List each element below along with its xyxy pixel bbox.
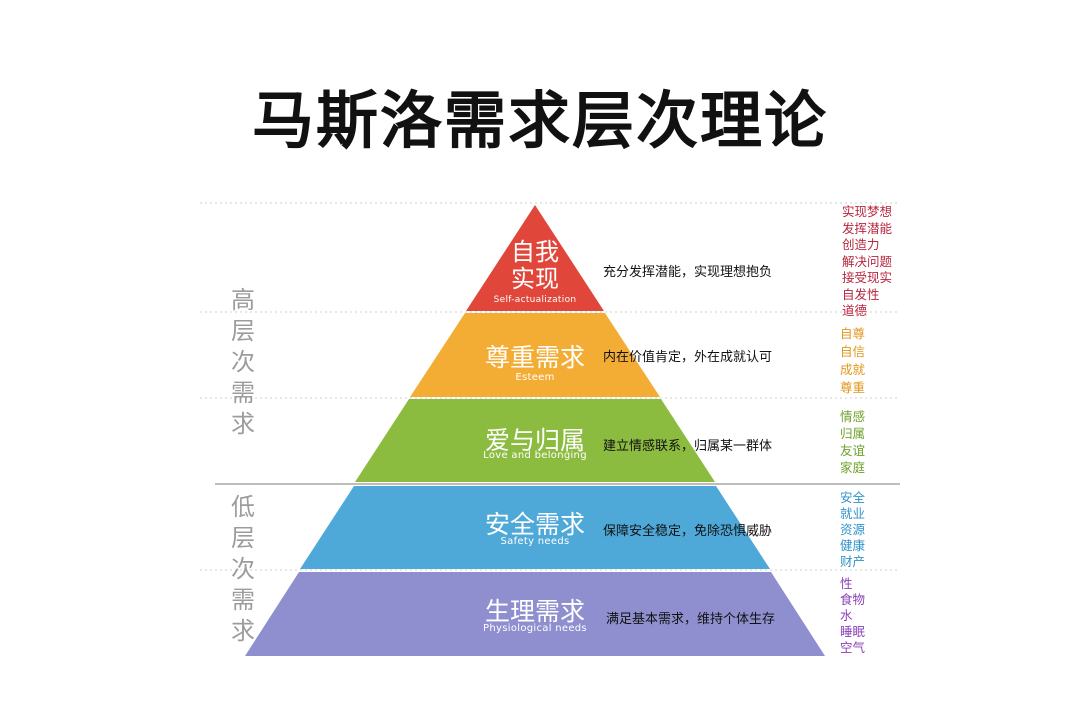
- tier-physiological-english: Physiological needs: [483, 623, 587, 634]
- tier-physiological-name: 生理需求: [484, 597, 585, 626]
- tier-love-belonging-english: Love and belonging: [483, 450, 587, 461]
- guide-lines: [200, 202, 900, 571]
- tier-physiological-description: 满足基本需求，维持个体生存: [606, 612, 776, 627]
- tier-love-belonging: [355, 399, 715, 482]
- tier-self-actualization-description: 充分发挥潜能，实现理想抱负: [603, 265, 773, 280]
- tier-safety-keywords: 安全 就业 资源 健康 财产: [840, 490, 866, 569]
- tier-self-actualization: [466, 205, 604, 311]
- page-title: 马斯洛需求层次理论: [251, 84, 828, 157]
- tier-self-actualization-english: Self-actualization: [493, 295, 577, 305]
- tier-self-actualization-name: 自我 实现: [511, 238, 559, 293]
- tier-esteem-description: 内在价值肯定，外在成就认可: [603, 350, 773, 365]
- tier-safety: [300, 486, 770, 569]
- tier-esteem-english: Esteem: [515, 372, 555, 383]
- tier-love-belonging-description: 建立情感联系，归属某一群体: [603, 439, 773, 454]
- tier-safety-english: Safety needs: [500, 536, 570, 547]
- tier-physiological: [245, 572, 825, 656]
- tier-love-belonging-keywords: 情感 归属 友谊 家庭: [840, 409, 866, 475]
- tier-esteem: [410, 313, 660, 397]
- low-level-needs-label: 低 层 次 需 求: [231, 493, 255, 645]
- tier-safety-description: 保障安全稳定，免除恐惧威胁: [603, 524, 773, 539]
- tier-physiological-keywords: 性 食物 水 睡眠 空气: [840, 576, 866, 655]
- tier-self-actualization-keywords: 实现梦想 发挥潜能 创造力 解决问题 接受现实 自发性 道德: [842, 204, 893, 318]
- tier-esteem-name: 尊重需求: [484, 343, 585, 372]
- tier-love-belonging-name: 爱与归属: [484, 426, 585, 455]
- high-level-needs-label: 高 层 次 需 求: [231, 286, 255, 438]
- tier-safety-name: 安全需求: [484, 510, 585, 539]
- tier-esteem-keywords: 自尊 自信 成就 尊重: [840, 326, 866, 395]
